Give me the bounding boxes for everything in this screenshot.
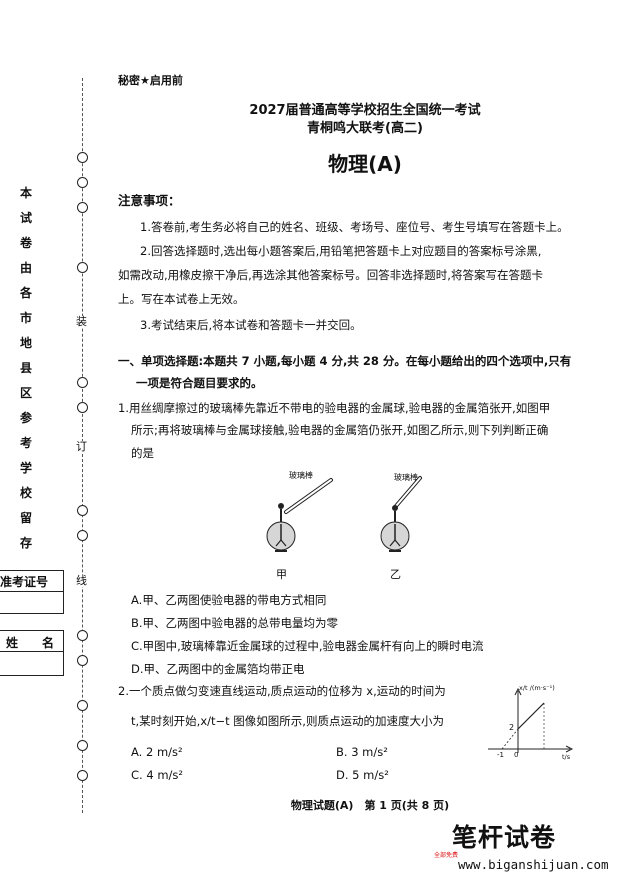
q1-option-d: D.甲、乙两图中的金属箔均带正电 — [131, 662, 305, 676]
exam-subtitle: 青桐鸣大联考(高二) — [307, 121, 423, 136]
notice-item: 1.答卷前,考生务必将自己的姓名、班级、考场号、座位号、考生号填写在答题卡上。 — [140, 220, 569, 234]
q2-option-a: A. 2 m/s² — [131, 745, 183, 759]
q2-option-c: C. 4 m/s² — [131, 768, 183, 782]
seal-hole — [77, 152, 88, 163]
side-note-char: 留 — [19, 511, 32, 525]
seal-hole — [77, 262, 88, 273]
seal-hole — [77, 505, 88, 516]
side-note-char: 区 — [19, 386, 32, 400]
xt-t-graph — [488, 687, 574, 753]
graph-x-label: t/s — [562, 753, 571, 761]
q1-option-a: A.甲、乙两图使验电器的带电方式相同 — [131, 593, 327, 607]
q1-stem: 的是 — [131, 446, 154, 460]
side-note-char: 本 — [19, 186, 32, 200]
watermark-title: 笔杆试卷 — [452, 823, 557, 852]
electroscope-a — [266, 478, 333, 552]
seal-hole — [77, 655, 88, 666]
seal-hole — [77, 530, 88, 541]
q2-option-b: B. 3 m/s² — [336, 745, 388, 759]
seal-hole — [77, 700, 88, 711]
side-note-char: 卷 — [19, 236, 32, 250]
ticket-number-label: 准考证号 — [0, 575, 49, 589]
side-note-char: 地 — [19, 336, 32, 350]
name-label: 姓 名 — [6, 636, 55, 650]
seal-hole — [77, 202, 88, 213]
seal-hole — [77, 740, 88, 751]
seal-hole — [77, 770, 88, 781]
graph-y-tick: 2 — [509, 723, 515, 732]
seal-hole — [77, 402, 88, 413]
notice-item: 如需改动,用橡皮擦干净后,再选涂其他答案标号。回答非选择题时,将答案写在答题卡 — [118, 268, 543, 282]
subject-title: 物理(A) — [328, 152, 402, 176]
seal-word-xian: 线 — [76, 574, 87, 587]
side-note-char: 校 — [19, 486, 32, 500]
side-note-char: 市 — [19, 311, 32, 325]
rod-label-b: 玻璃棒 — [394, 473, 418, 482]
name-box-divider — [0, 651, 63, 652]
seal-hole — [77, 377, 88, 388]
q2-option-d: D. 5 m/s² — [336, 768, 389, 782]
side-note-char: 学 — [19, 461, 32, 475]
secret-tag: 秘密★启用前 — [118, 74, 183, 87]
graph-x-tick-neg: -1 — [497, 751, 504, 759]
page-footer: 物理试题(A) 第 1 页(共 8 页) — [290, 799, 450, 812]
ticket-box-divider — [0, 591, 63, 592]
side-note-char: 县 — [19, 361, 32, 375]
notice-item: 2.回答选择题时,选出每小题答案后,用铅笔把答题卡上对应题目的答案标号涂黑, — [140, 244, 542, 258]
exam-title: 2027届普通高等学校招生全国统一考试 — [249, 103, 481, 118]
graph-y-label: x/t /(m·s⁻¹) — [519, 684, 555, 692]
q1-stem: 1.用丝绸摩擦过的玻璃棒先靠近不带电的验电器的金属球,验电器的金属箔张开,如图甲 — [118, 401, 551, 415]
seal-hole — [77, 630, 88, 641]
seal-word-zhuang: 装 — [76, 315, 87, 328]
fig-caption-b: 乙 — [390, 568, 401, 581]
seal-word-ding: 订 — [76, 440, 87, 453]
name-box[interactable] — [0, 630, 64, 676]
watermark-free-tag: 全部免费 — [434, 852, 459, 859]
seal-hole — [77, 177, 88, 188]
fig-caption-a: 甲 — [276, 568, 287, 581]
q1-option-c: C.甲图中,玻璃棒靠近金属球的过程中,验电器金属杆有向上的瞬时电流 — [131, 639, 484, 653]
side-note-char: 各 — [19, 286, 32, 300]
q2-stem: t,某时刻开始,x/t−t 图像如图所示,则质点运动的加速度大小为 — [131, 714, 444, 728]
notice-item: 3.考试结束后,将本试卷和答题卡一并交回。 — [140, 318, 362, 332]
side-note-char: 参 — [19, 411, 32, 425]
side-note-char: 试 — [19, 211, 32, 225]
side-note-char: 由 — [19, 261, 32, 275]
q2-stem: 2.一个质点做匀变速直线运动,质点运动的位移为 x,运动的时间为 — [118, 684, 446, 698]
electroscope-figure — [266, 476, 422, 552]
notice-item: 上。写在本试卷上无效。 — [118, 292, 245, 306]
q1-option-b: B.甲、乙两图中验电器的总带电量均为零 — [131, 616, 339, 630]
ticket-number-box[interactable] — [0, 570, 64, 614]
side-note-char: 考 — [19, 436, 32, 450]
rod-label-a: 玻璃棒 — [289, 471, 313, 480]
notice-title: 注意事项： — [118, 193, 181, 208]
graph-origin: 0 — [514, 751, 519, 759]
q1-stem: 所示;再将玻璃棒与金属球接触,验电器的金属箔仍张开,如图乙所示,则下列判断正确 — [131, 423, 549, 437]
side-note-char: 存 — [19, 536, 32, 550]
watermark-url[interactable]: www.biganshijuan.com — [458, 857, 609, 872]
section-heading-cont: 一项是符合题目要求的。 — [136, 376, 263, 390]
section-heading: 一、单项选择题:本题共 7 小题,每小题 4 分,共 28 分。在每小题给出的四… — [118, 354, 572, 368]
electroscope-b — [380, 476, 422, 552]
